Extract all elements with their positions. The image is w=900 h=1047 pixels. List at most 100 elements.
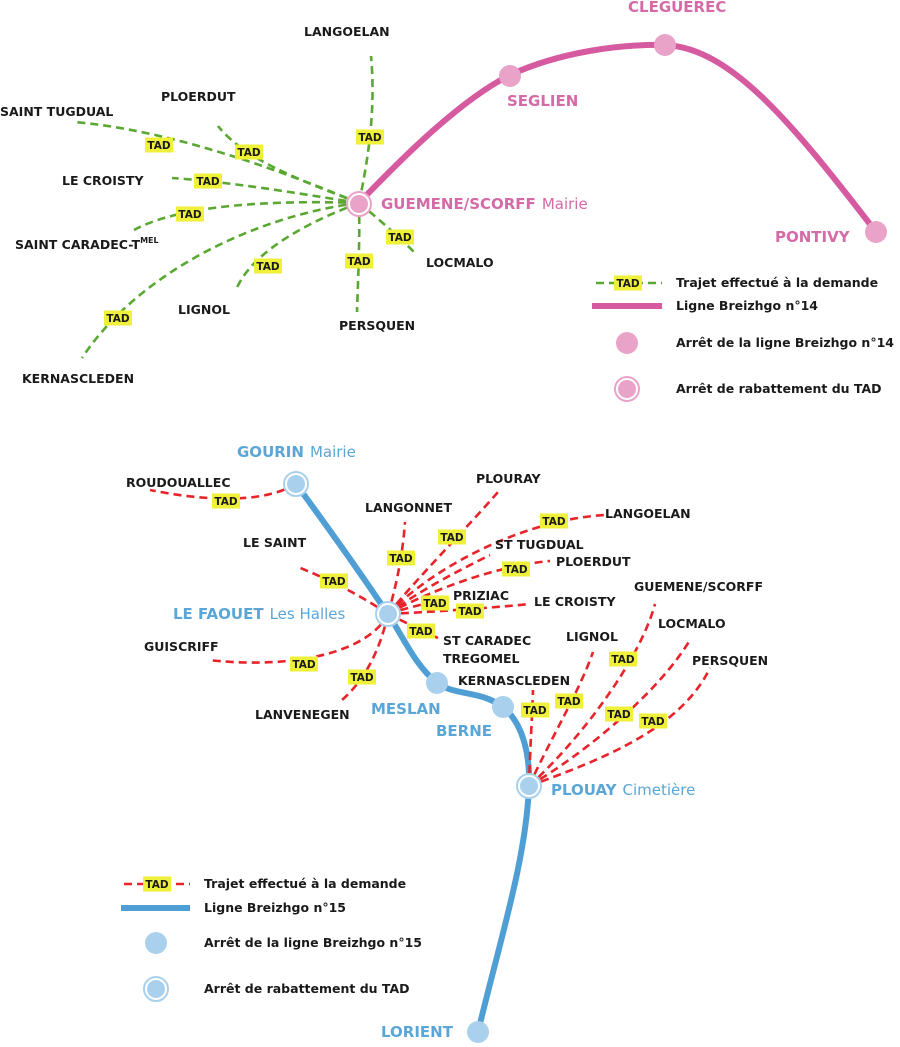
tad-badge: TAD <box>521 702 549 718</box>
tad-badge: TAD <box>143 876 171 892</box>
svg-text:TAD: TAD <box>145 879 168 891</box>
label-saint-caradec: SAINT CARADEC-TMEL <box>15 236 159 252</box>
tad-route-ploerdut <box>216 125 360 205</box>
tad-badge: TAD <box>104 310 132 326</box>
svg-text:TAD: TAD <box>178 209 201 221</box>
tad-route-le-croisty <box>171 176 360 205</box>
svg-text:TAD: TAD <box>347 256 370 268</box>
label-persquen: PERSQUEN <box>692 653 768 668</box>
stop-cleguerec[interactable] <box>654 34 676 56</box>
svg-text:TAD: TAD <box>557 696 580 708</box>
tad-route-kernascleden <box>80 201 360 359</box>
label-priziac: PRIZIAC <box>453 588 509 603</box>
map-line-15: TAD TAD TAD TAD TAD TAD TAD TAD TAD TAD … <box>121 443 768 1043</box>
tad-badge: TAD <box>605 706 633 722</box>
tad-badge: TAD <box>212 493 240 509</box>
hub-stop-le-faouet[interactable] <box>375 601 401 627</box>
tad-badge: TAD <box>609 651 637 667</box>
svg-text:TAD: TAD <box>611 654 634 666</box>
tad-route-plouray <box>386 491 499 615</box>
tad-badge: TAD <box>194 173 222 189</box>
tad-route-lanvenegen <box>341 613 390 701</box>
tad-badge: TAD <box>438 529 466 545</box>
stop-seglien[interactable] <box>499 65 521 87</box>
label-guiscriff: GUISCRIFF <box>144 639 219 654</box>
line-14 <box>356 41 879 235</box>
svg-text:TAD: TAD <box>388 232 411 244</box>
stop-berne[interactable] <box>492 696 514 718</box>
tad-badge: TAD <box>145 137 173 153</box>
label-plouray: PLOURAY <box>476 471 542 486</box>
tad-badge: TAD <box>540 513 568 529</box>
hub-stop-plouay[interactable] <box>516 773 542 799</box>
label-persquen: PERSQUEN <box>339 318 415 333</box>
tad-badge: TAD <box>320 573 348 589</box>
label-cleguerec: CLEGUEREC <box>628 0 726 16</box>
hub-stop-guemene[interactable] <box>346 191 372 217</box>
label-tregomel: TREGOMEL <box>443 651 520 666</box>
label-lanvenegen: LANVENEGEN <box>255 707 350 722</box>
tad-badge: TAD <box>386 229 414 245</box>
label-le-saint: LE SAINT <box>243 535 307 550</box>
legend-line-15: Ligne Breizhgo n°15 <box>204 900 346 915</box>
svg-text:TAD: TAD <box>214 496 237 508</box>
label-ploerdut: PLOERDUT <box>161 89 236 104</box>
label-st-tugdual: ST TUGDUAL <box>495 537 584 552</box>
legend-stop-15: Arrêt de la ligne Breizhgo n°15 <box>204 935 422 950</box>
label-kernascleden: KERNASCLEDEN <box>458 673 570 688</box>
tad-badge: TAD <box>456 603 484 619</box>
tad-route-st-tugdual <box>387 553 491 616</box>
svg-text:TAD: TAD <box>607 709 630 721</box>
stop-lorient[interactable] <box>467 1021 489 1043</box>
tad-route-saint-tugdual <box>73 120 360 205</box>
svg-text:TAD: TAD <box>237 147 260 159</box>
legend-hubstop-14: Arrêt de rabattement du TAD <box>676 381 882 396</box>
label-lorient: LORIENT <box>381 1023 454 1041</box>
legend-tad-14: Trajet effectué à la demande <box>676 275 878 290</box>
tad-badge: TAD <box>639 713 667 729</box>
tad-badge: TAD <box>614 275 642 291</box>
label-locmalo: LOCMALO <box>426 255 494 270</box>
svg-text:TAD: TAD <box>358 132 381 144</box>
tad-badge: TAD <box>387 550 415 566</box>
label-locmalo: LOCMALO <box>658 616 726 631</box>
tad-route-locmalo <box>528 639 692 788</box>
tad-badge: TAD <box>356 129 384 145</box>
legend-15: TAD Trajet effectué à la demande Ligne B… <box>121 876 422 1002</box>
stop-pontivy[interactable] <box>865 221 887 243</box>
legend-line-14: Ligne Breizhgo n°14 <box>676 298 818 313</box>
svg-text:TAD: TAD <box>350 672 373 684</box>
svg-text:TAD: TAD <box>389 553 412 565</box>
tad-badge: TAD <box>235 144 263 160</box>
label-meslan: MESLAN <box>371 700 441 718</box>
svg-text:TAD: TAD <box>542 516 565 528</box>
label-roudouallec: ROUDOUALLEC <box>126 475 231 490</box>
tad-badge: TAD <box>348 669 376 685</box>
label-ploerdut: PLOERDUT <box>556 554 631 569</box>
label-saint-tugdual: SAINT TUGDUAL <box>0 104 113 119</box>
label-langoelan: LANGOELAN <box>304 24 390 39</box>
tad-route-persquen <box>528 667 712 788</box>
label-seglien: SEGLIEN <box>507 92 578 110</box>
svg-text:TAD: TAD <box>106 313 129 325</box>
svg-text:TAD: TAD <box>423 598 446 610</box>
label-kernascleden: KERNASCLEDEN <box>22 371 134 386</box>
legend-hubstop-15: Arrêt de rabattement du TAD <box>204 981 410 996</box>
label-pontivy: PONTIVY <box>775 228 851 246</box>
svg-text:TAD: TAD <box>147 140 170 152</box>
label-st-caradec: ST CARADEC <box>443 633 531 648</box>
tad-route-langoelan <box>387 513 606 615</box>
hub-stop-gourin[interactable] <box>283 471 309 497</box>
svg-text:TAD: TAD <box>322 576 345 588</box>
svg-text:TAD: TAD <box>641 716 664 728</box>
tad-route-lignol <box>234 201 360 291</box>
legend-stop-14: Arrêt de la ligne Breizhgo n°14 <box>676 335 894 350</box>
svg-text:TAD: TAD <box>292 659 315 671</box>
tad-badge: TAD <box>555 693 583 709</box>
label-berne: BERNE <box>436 722 492 740</box>
stop-meslan[interactable] <box>426 672 448 694</box>
label-lignol: LIGNOL <box>178 302 230 317</box>
